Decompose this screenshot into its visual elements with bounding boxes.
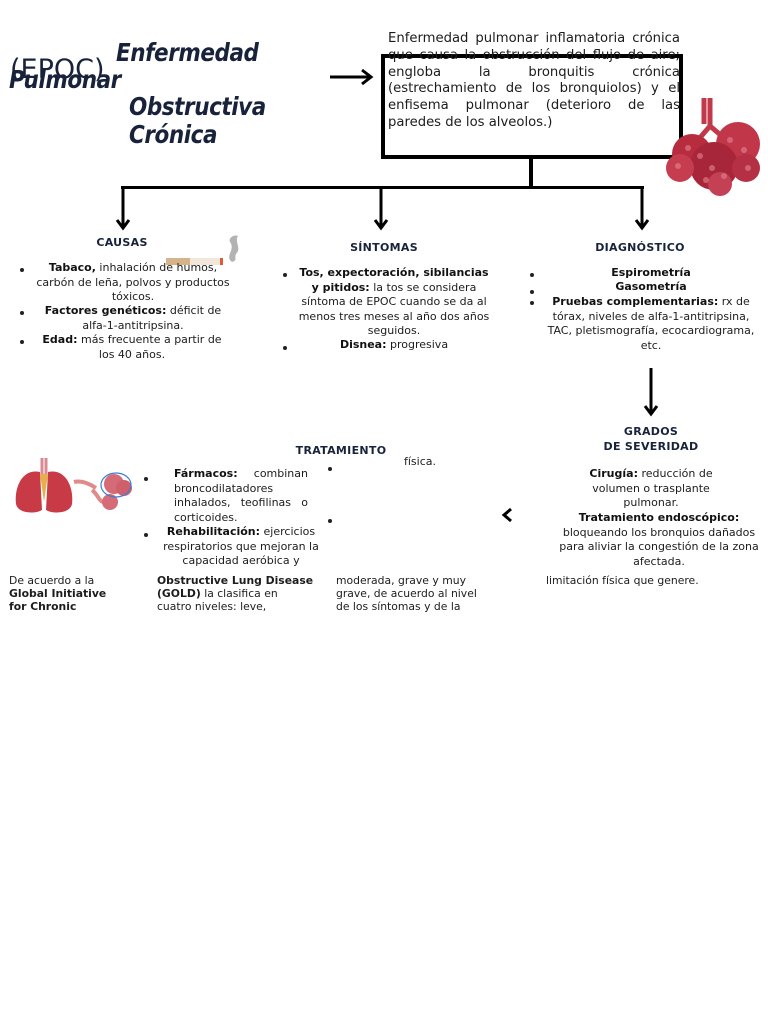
title-abbr: (EPOC) [10, 54, 105, 85]
arrow-down-icon [634, 186, 650, 231]
grados-heading-line2: DE SEVERIDAD [603, 439, 699, 453]
bottom-col-4-line: limitación física que genere. [546, 574, 699, 587]
tratamiento-rehabilitacion: Rehabilitación: ejercicios respiratorios… [163, 525, 319, 567]
tratamiento-cirugia: Cirugía: reducción de volumen o trasplan… [589, 467, 713, 509]
bottom-col-2-line: (GOLD) la clasifica en [157, 586, 278, 600]
sintomas-heading: SÍNTOMAS [350, 241, 418, 254]
bottom-col-4: limitación física que genere. [546, 574, 746, 588]
diagnostico-item: Pruebas complementarias: rx de tórax, ni… [547, 295, 755, 352]
bullet [530, 290, 534, 294]
tratamiento-farmacos: Fármacos: combinan broncodilatadores inh… [174, 467, 308, 524]
bottom-col-1-line: Global Initiative [9, 586, 107, 600]
sintoma-item: Tos, expectoración, sibilancias y pitido… [298, 266, 490, 337]
bullet [328, 467, 332, 471]
title-word-enfermedad: Enfermedad [116, 38, 259, 67]
bullet [20, 340, 24, 344]
lungs-illustration [15, 458, 132, 513]
bottom-col-1-line: for Chronic [9, 599, 77, 613]
definition-text: Enfermedad pulmonar inflamatoria crónica… [388, 31, 680, 130]
diagnostico-item: Gasometría [615, 280, 687, 293]
title-word-obstructiva: Obstructiva [129, 92, 266, 121]
bullet [283, 273, 287, 277]
causas-heading: CAUSAS [96, 236, 148, 249]
arrow-right-icon [330, 68, 374, 86]
bottom-col-3-line: de los síntomas y de la [336, 599, 461, 613]
arrow-down-icon [373, 186, 389, 231]
bottom-col-1-line: De acuerdo a la [9, 574, 95, 587]
bullet [530, 301, 534, 305]
arrow-down-icon [643, 368, 659, 417]
causa-item: Edad: más frecuente a partir de los 40 a… [42, 333, 222, 361]
diagnostico-item: Espirometría [611, 266, 691, 279]
bottom-col-2-line: cuatro niveles: leve, [157, 599, 267, 613]
bottom-col-2-line: Obstructive Lung Disease [157, 574, 314, 587]
tratamiento-fisica: física. [404, 455, 437, 468]
title-word-cronica: Crónica [129, 120, 218, 149]
bullet [144, 477, 148, 481]
alveoli-illustration [666, 98, 760, 196]
grados-heading: GRADOS DE SEVERIDAD [596, 425, 706, 454]
causa-item: Tabaco, inhalación de humos, carbón de l… [36, 261, 230, 303]
bottom-col-3-line: grave, de acuerdo al nivel [336, 586, 477, 600]
bottom-col-2: Obstructive Lung Disease (GOLD) la clasi… [157, 574, 332, 613]
grados-heading-line1: GRADOS [623, 425, 679, 438]
bullet [530, 273, 534, 277]
bottom-col-3-line: moderada, grave y muy [336, 574, 466, 587]
bullet [328, 519, 332, 523]
bullet [144, 533, 148, 537]
title-word-pulmonar: Pulmonar [9, 65, 121, 94]
connector-vertical [529, 155, 533, 187]
arrow-down-icon [115, 186, 131, 231]
bullet [20, 268, 24, 272]
bottom-col-3: moderada, grave y muy grave, de acuerdo … [336, 574, 511, 613]
tratamiento-heading: TRATAMIENTO [295, 444, 387, 457]
tratamiento-endoscopico: Tratamiento endoscópico: bloqueando los … [559, 511, 759, 568]
bottom-col-1: De acuerdo a la Global Initiative for Ch… [9, 574, 139, 613]
bullet [283, 346, 287, 350]
diagnostico-heading: DIAGNÓSTICO [595, 241, 685, 254]
chevron-left-icon [501, 507, 512, 523]
causa-item: Factores genéticos: déficit de alfa-1-an… [44, 304, 222, 332]
bullet [20, 311, 24, 315]
sintoma-item: Disnea: progresiva [339, 338, 449, 351]
cigarette-icon [166, 235, 239, 265]
